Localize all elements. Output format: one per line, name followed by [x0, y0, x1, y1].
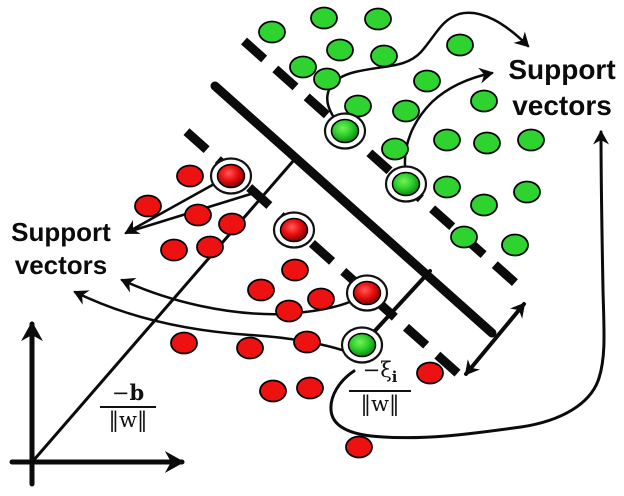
support-vectors-label-left-line1: Support [11, 217, 111, 247]
bias-formula-numerator: −b [111, 380, 145, 405]
red-data-point [275, 299, 303, 323]
support-vector-red-point [216, 163, 246, 189]
red-data-point [134, 194, 162, 218]
red-data-point [247, 278, 275, 302]
green-data-point [473, 131, 501, 155]
green-data-point [450, 225, 478, 249]
margin-width-arrow [464, 302, 526, 376]
green-data-point [501, 233, 529, 257]
support-vectors-label-right-line2: vectors [512, 90, 612, 121]
green-data-point [433, 128, 461, 152]
green-data-point [517, 128, 545, 152]
support-vector-green-point [330, 118, 360, 144]
green-data-point [313, 67, 341, 91]
support-vector-red-point [279, 217, 309, 243]
green-data-point [470, 89, 498, 113]
green-data-point [310, 6, 338, 30]
margin-line-upper [241, 37, 524, 292]
green-data-point [364, 7, 392, 31]
green-data-point [392, 99, 420, 123]
origin-distance-line [31, 158, 296, 463]
slack-formula-denominator: ‖w‖ [349, 390, 411, 416]
left-label-arrow-3 [120, 277, 354, 316]
green-data-point [446, 33, 474, 57]
red-data-point [236, 336, 264, 360]
slack-distance-line [370, 269, 432, 336]
support-vector-red-point [352, 280, 382, 306]
red-data-point [259, 379, 287, 403]
red-data-point [307, 287, 335, 311]
support-vectors-label-right-line1: Support [508, 54, 616, 85]
red-data-point [416, 361, 444, 385]
green-data-point [513, 180, 541, 204]
red-data-point [196, 235, 224, 259]
red-data-point [281, 258, 309, 282]
bias-formula-denominator: ‖w‖ [100, 406, 156, 432]
support-vectors-label-left-line2: vectors [14, 250, 108, 280]
red-data-point [176, 164, 204, 188]
left-label-arrow-1 [124, 181, 218, 235]
red-data-point [184, 203, 212, 227]
slack-distance-formula: −ξi ‖w‖ [349, 359, 411, 416]
red-data-point [296, 376, 324, 400]
green-data-point [289, 55, 317, 79]
support-vector-green-point [391, 171, 421, 197]
green-data-point [326, 38, 354, 62]
support-vectors-label-right: Support vectors [499, 52, 624, 124]
green-data-point [433, 175, 461, 199]
red-data-point [293, 330, 321, 354]
support-vectors-label-left: Support vectors [0, 216, 122, 282]
slack-formula-numerator: −ξi [362, 358, 398, 387]
red-data-point [345, 435, 373, 459]
decision-boundary [210, 81, 497, 338]
bias-distance-formula: −b ‖w‖ [100, 381, 156, 432]
green-data-point [470, 193, 498, 217]
outlier-to-label-curve [329, 130, 610, 440]
green-data-point [413, 69, 441, 93]
red-data-point [218, 212, 246, 236]
green-data-point [381, 137, 409, 161]
green-data-point [258, 20, 286, 44]
green-data-point [370, 44, 398, 68]
red-data-point [170, 331, 198, 355]
support-vector-green-point [347, 332, 377, 358]
red-data-point [160, 238, 188, 262]
